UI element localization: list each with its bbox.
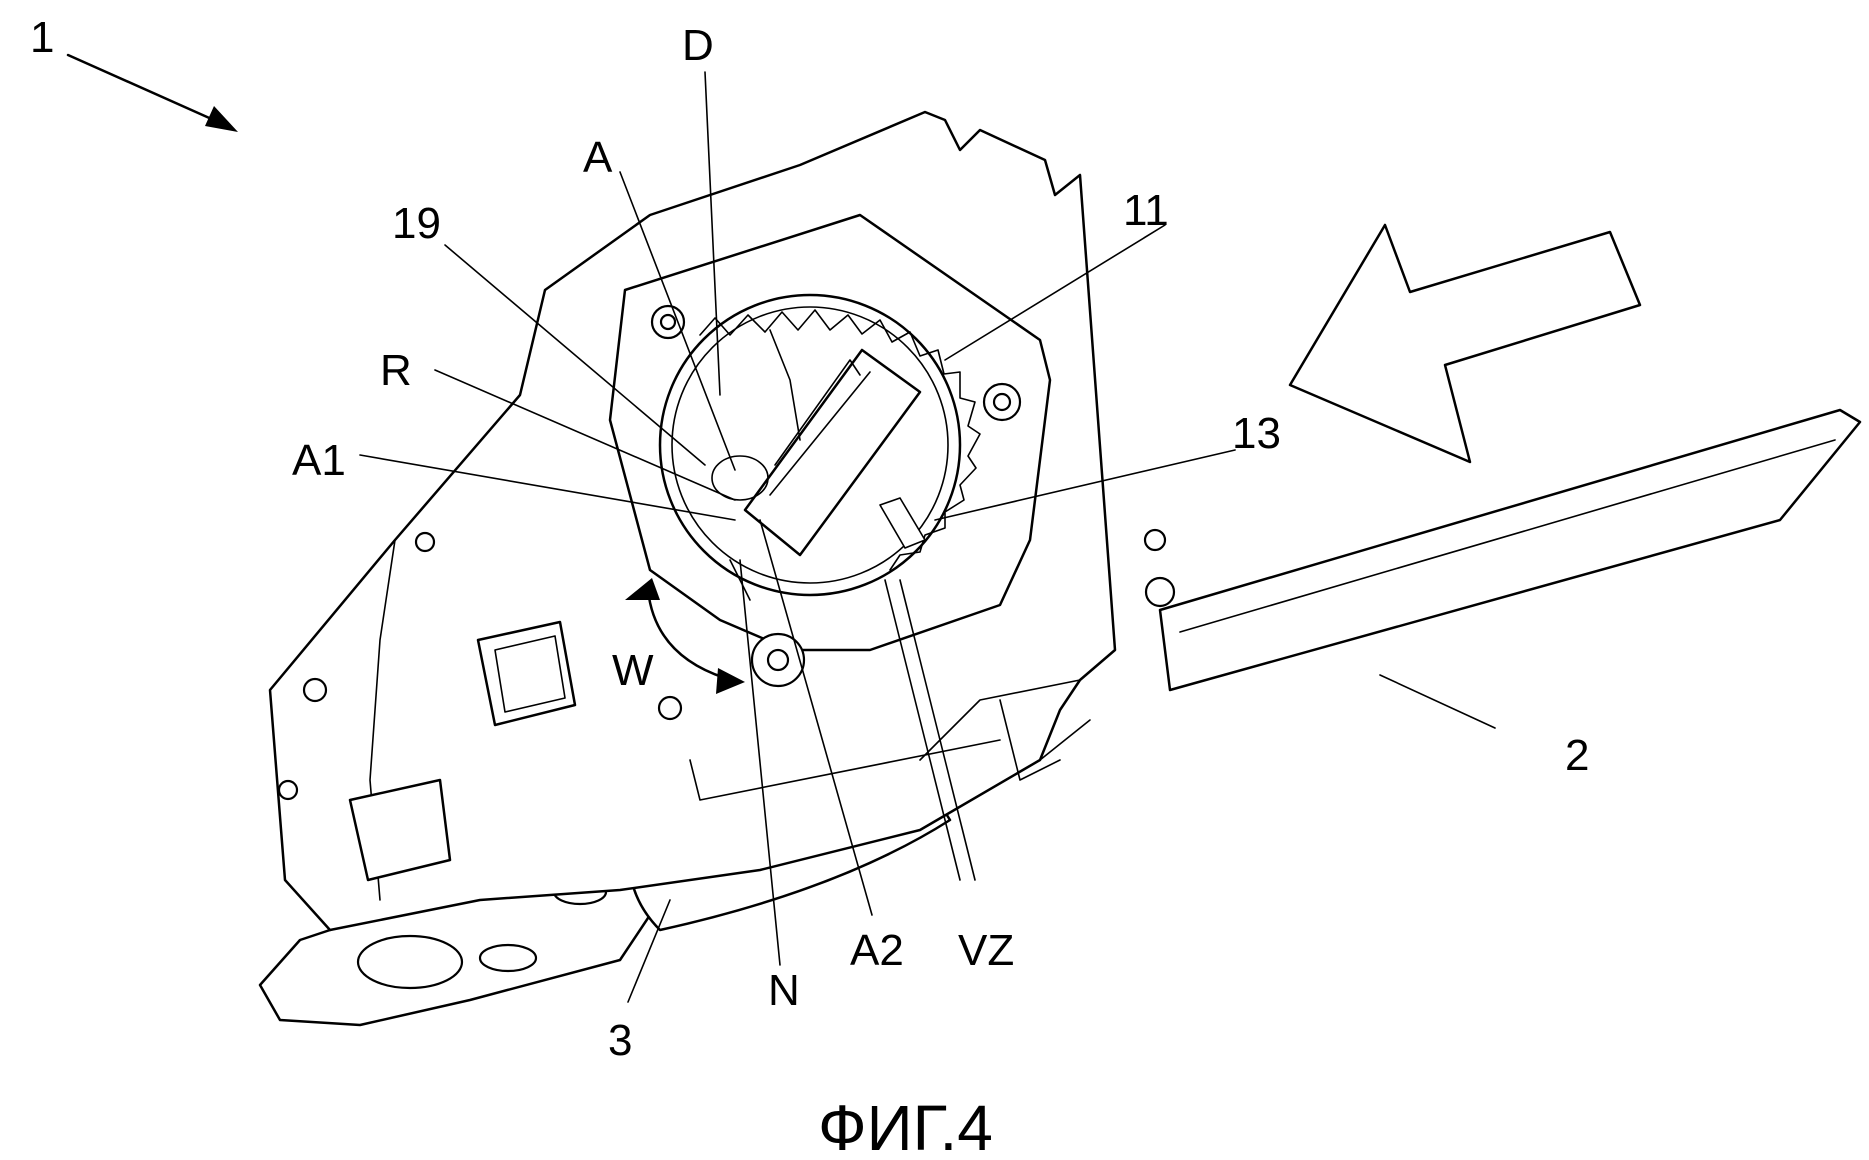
label-R: R: [380, 346, 412, 395]
leader-lines: [359, 71, 1496, 1003]
reference-arrow-1: [66, 53, 238, 132]
figure-caption: ФИГ.4: [818, 1092, 993, 1160]
mount-holes: [277, 304, 1176, 801]
ratchet-wheel: [658, 293, 981, 597]
label-A2: A2: [850, 926, 904, 975]
vertical-rods: [884, 579, 976, 881]
label-VZ: VZ: [958, 926, 1014, 975]
rail-arm: [1158, 408, 1862, 692]
angle-w-indicator: [625, 578, 745, 694]
label-D: D: [682, 21, 714, 70]
label-N: N: [768, 966, 800, 1015]
label-13: 13: [1232, 409, 1281, 458]
label-A1: A1: [292, 436, 346, 485]
label-11: 11: [1123, 186, 1169, 235]
label-3: 3: [608, 1016, 632, 1065]
rotor-assembly: [711, 329, 926, 601]
label-19: 19: [392, 199, 441, 248]
direction-arrow: [1288, 223, 1642, 464]
label-A: A: [583, 133, 613, 182]
label-2: 2: [1565, 731, 1589, 780]
square-windows: [348, 620, 577, 882]
label-1: 1: [30, 13, 54, 62]
label-W: W: [612, 646, 654, 695]
